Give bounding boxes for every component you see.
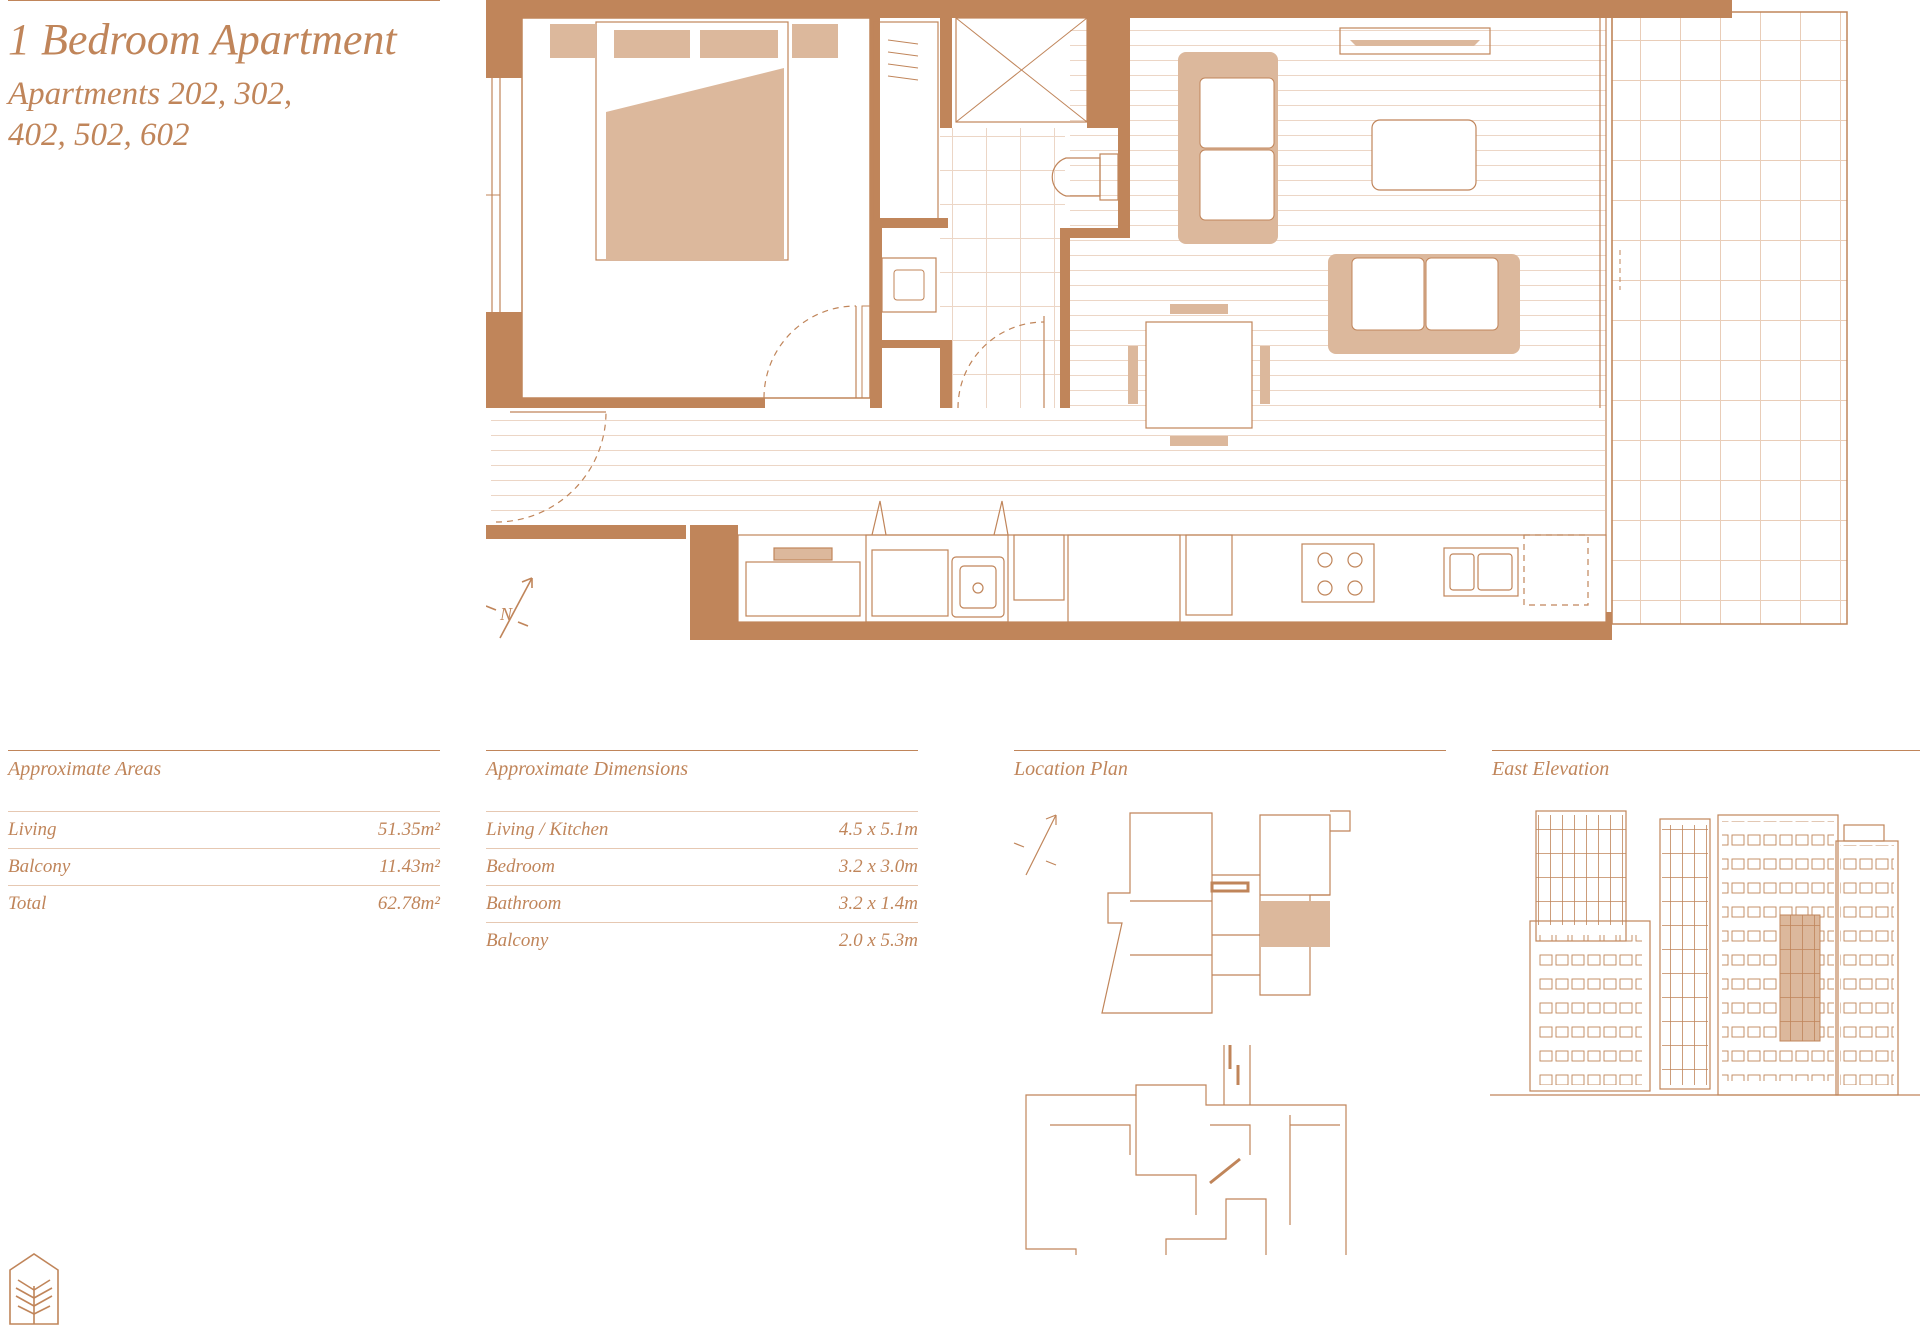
toilet: [1051, 153, 1119, 201]
balcony-floor: [1612, 12, 1847, 624]
dimensions-row: Balcony 2.0 x 5.3m: [486, 922, 918, 959]
vanity: [881, 257, 937, 313]
bed: [595, 21, 789, 261]
floor-plan: [486, 0, 1848, 640]
dimensions-heading: Approximate Dimensions: [486, 758, 689, 780]
wardrobe: [873, 21, 939, 221]
dimension-value: 2.0 x 5.3m: [838, 930, 918, 951]
east-elevation-heading: East Elevation: [1492, 758, 1610, 780]
dining-set: [1128, 304, 1270, 446]
walls: [486, 0, 1732, 640]
east-elevation-rule: [1492, 750, 1920, 751]
dimension-value: 4.5 x 5.1m: [838, 819, 918, 840]
kitchen-sink: [1443, 547, 1519, 597]
dimension-value: 3.2 x 3.0m: [838, 856, 918, 877]
bedside-table-left: [550, 24, 596, 58]
dimension-label: Bathroom: [486, 893, 562, 914]
bedside-table-right: [792, 24, 838, 58]
sofa-right: [1328, 254, 1520, 354]
compass-label: N: [500, 604, 513, 624]
area-value: 11.43m²: [379, 856, 440, 877]
bathroom-floor: [940, 128, 1065, 408]
location-plan-heading: Location Plan: [1014, 758, 1128, 780]
area-label: Total: [8, 893, 47, 914]
location-plan-map: [1013, 810, 1351, 1255]
brand-logo-icon: [9, 1253, 59, 1325]
area-value: 62.78m²: [377, 893, 440, 914]
area-label: Balcony: [8, 856, 71, 877]
location-highlight: [1260, 901, 1330, 947]
page-title: 1 Bedroom Apartment: [8, 15, 397, 64]
areas-row: Living 51.35m²: [8, 811, 440, 848]
dimension-label: Bedroom: [486, 856, 555, 877]
page-subtitle-line1: Apartments 202, 302,: [8, 76, 293, 112]
location-plan-rule: [1014, 750, 1446, 751]
coffee-table: [1371, 119, 1477, 191]
area-label: Living: [8, 819, 57, 840]
dimension-label: Balcony: [486, 930, 549, 951]
dimensions-rule: [486, 750, 918, 751]
page-subtitle-line2: 402, 502, 602: [8, 117, 190, 153]
dimensions-row: Bedroom 3.2 x 3.0m: [486, 848, 918, 885]
tv-unit: [1339, 27, 1491, 55]
area-value: 51.35m²: [377, 819, 440, 840]
areas-heading: Approximate Areas: [8, 758, 162, 780]
cooktop: [1301, 543, 1375, 603]
east-elevation-drawing: [1490, 810, 1920, 1096]
sofa-left: [1178, 52, 1278, 244]
hallway-floor: [491, 408, 1605, 518]
dimensions-row: Living / Kitchen 4.5 x 5.1m: [486, 811, 918, 848]
areas-row: Balcony 11.43m²: [8, 848, 440, 885]
title-rule: [8, 0, 440, 1]
dimensions-row: Bathroom 3.2 x 1.4m: [486, 885, 918, 922]
areas-row-total: Total 62.78m²: [8, 885, 440, 922]
dimension-label: Living / Kitchen: [486, 819, 609, 840]
areas-rule: [8, 750, 440, 751]
compass-icon: [486, 577, 533, 639]
dimension-value: 3.2 x 1.4m: [838, 893, 918, 914]
